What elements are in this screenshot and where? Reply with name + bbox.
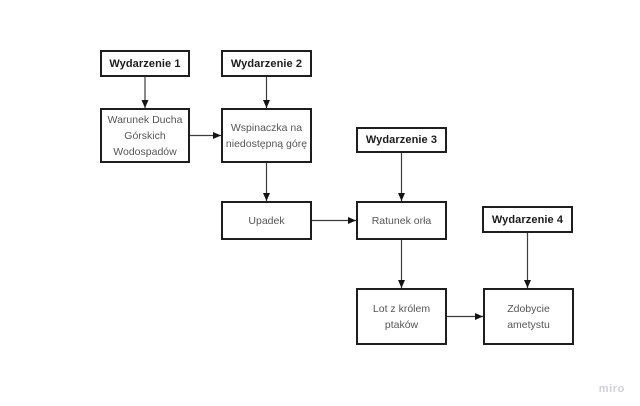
- node-warunek-ducha[interactable]: Warunek Ducha Górskich Wodospadów: [100, 108, 190, 163]
- node-ratunek-orla[interactable]: Ratunek orła: [356, 201, 447, 240]
- node-wydarzenie-1[interactable]: Wydarzenie 1: [100, 50, 190, 77]
- node-label: Warunek Ducha Górskich Wodospadów: [107, 113, 183, 158]
- node-lot-z-krolem[interactable]: Lot z królem ptaków: [356, 288, 447, 345]
- node-label: Zdobycie ametystu: [507, 302, 550, 331]
- node-label: Ratunek orła: [371, 214, 432, 227]
- node-wydarzenie-4[interactable]: Wydarzenie 4: [482, 206, 573, 233]
- node-zdobycie-ametystu[interactable]: Zdobycie ametystu: [483, 288, 574, 345]
- node-wydarzenie-2[interactable]: Wydarzenie 2: [221, 50, 312, 77]
- node-label: Wydarzenie 2: [230, 57, 303, 70]
- node-label: Wydarzenie 3: [365, 134, 438, 146]
- node-wydarzenie-3[interactable]: Wydarzenie 3: [356, 127, 447, 153]
- node-label: Wydarzenie 4: [491, 213, 564, 226]
- node-label: Upadek: [248, 214, 285, 227]
- node-label: Lot z królem ptaków: [372, 302, 431, 331]
- node-upadek[interactable]: Upadek: [221, 201, 312, 240]
- node-label: Wydarzenie 1: [109, 57, 181, 70]
- node-wspinaczka[interactable]: Wspinaczka na niedostępną górę: [221, 108, 312, 163]
- miro-watermark: miro: [598, 383, 625, 395]
- node-label: Wspinaczka na niedostępną górę: [225, 121, 308, 150]
